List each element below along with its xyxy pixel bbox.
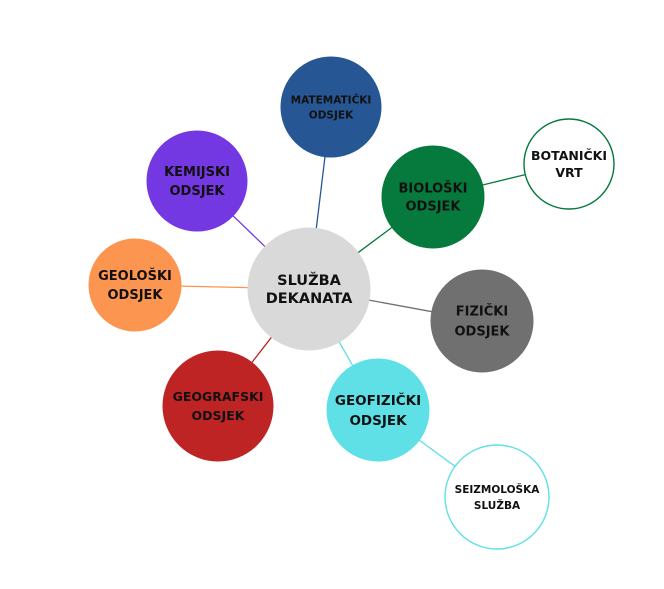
link-center-matematicki <box>315 156 326 229</box>
link-geofizicki-seizmoloska <box>418 439 456 467</box>
node-center: SLUŽBA DEKANATA <box>247 227 371 351</box>
node-label-botanicki-line-1: BOTANIČKI <box>531 148 607 163</box>
node-label-fizicki-line-1: FIZIČKI <box>456 304 508 320</box>
node-circle-kemijski <box>146 130 248 232</box>
link-bioloski-botanicki <box>482 173 526 186</box>
node-label-matematicki-line-2: ODSJEK <box>309 109 354 121</box>
node-label-kemijski-line-1: KEMIJSKI <box>164 165 230 180</box>
node-label-geografski-line-1: GEOGRAFSKI <box>173 389 264 404</box>
link-center-fizicki <box>368 299 433 313</box>
node-label-geografski-line-2: ODSJEK <box>192 408 246 423</box>
node-label-geoloski-line-1: GEOLOŠKI <box>98 268 172 284</box>
node-label-matematicki-line-1: MATEMATIČKI <box>291 93 372 106</box>
diagram-links <box>180 156 526 467</box>
node-circle-bioloski <box>381 145 485 249</box>
diagram-nodes: SLUŽBA DEKANATA MATEMATIČKI ODSJEK BIOLOŠKI O… <box>88 56 615 550</box>
node-label-seizmoloska-line-1: SEIZMOLOŠKA <box>455 483 541 496</box>
node-circle-fizicki <box>430 269 534 373</box>
node-geofizicki: GEOFIZIČKI ODSJEK <box>326 358 430 462</box>
node-label-bioloski-line-2: ODSJEK <box>406 200 462 215</box>
node-kemijski: KEMIJSKI ODSJEK <box>146 130 248 232</box>
node-label-fizicki-line-2: ODSJEK <box>455 325 511 340</box>
node-circle-geoloski <box>88 238 182 332</box>
node-label-geoloski-line-2: ODSJEK <box>108 288 164 303</box>
node-geografski: GEOGRAFSKI ODSJEK <box>162 350 274 462</box>
node-label-center-line-2: DEKANATA <box>266 291 353 307</box>
node-circle-geografski <box>162 350 274 462</box>
node-circle-geofizicki <box>326 358 430 462</box>
link-center-bioloski <box>357 226 393 254</box>
node-label-kemijski-line-2: ODSJEK <box>170 184 226 199</box>
node-seizmoloska: SEIZMOLOŠKA SLUŽBA <box>444 444 550 550</box>
link-center-geografski <box>251 336 273 363</box>
node-label-geofizicki-line-1: GEOFIZIČKI <box>335 391 421 409</box>
link-center-geofizicki <box>338 341 354 367</box>
node-fizicki: FIZIČKI ODSJEK <box>430 269 534 373</box>
node-label-bioloski-line-1: BIOLOŠKI <box>399 181 468 197</box>
node-circle-seizmoloska <box>444 444 550 550</box>
node-circle-center <box>247 227 371 351</box>
node-geoloski: GEOLOŠKI ODSJEK <box>88 238 182 332</box>
link-center-geoloski <box>180 285 249 289</box>
node-circle-matematicki <box>280 56 382 158</box>
node-circle-botanicki <box>523 118 615 210</box>
link-center-kemijski <box>232 215 266 248</box>
node-label-center-line-1: SLUŽBA <box>277 272 342 289</box>
node-label-seizmoloska-line-2: SLUŽBA <box>474 499 521 512</box>
node-label-botanicki-line-2: VRT <box>555 165 583 180</box>
node-botanicki: BOTANIČKI VRT <box>523 118 615 210</box>
node-bioloski: BIOLOŠKI ODSJEK <box>381 145 485 249</box>
node-label-geofizicki-line-2: ODSJEK <box>349 413 407 429</box>
node-matematicki: MATEMATIČKI ODSJEK <box>280 56 382 158</box>
